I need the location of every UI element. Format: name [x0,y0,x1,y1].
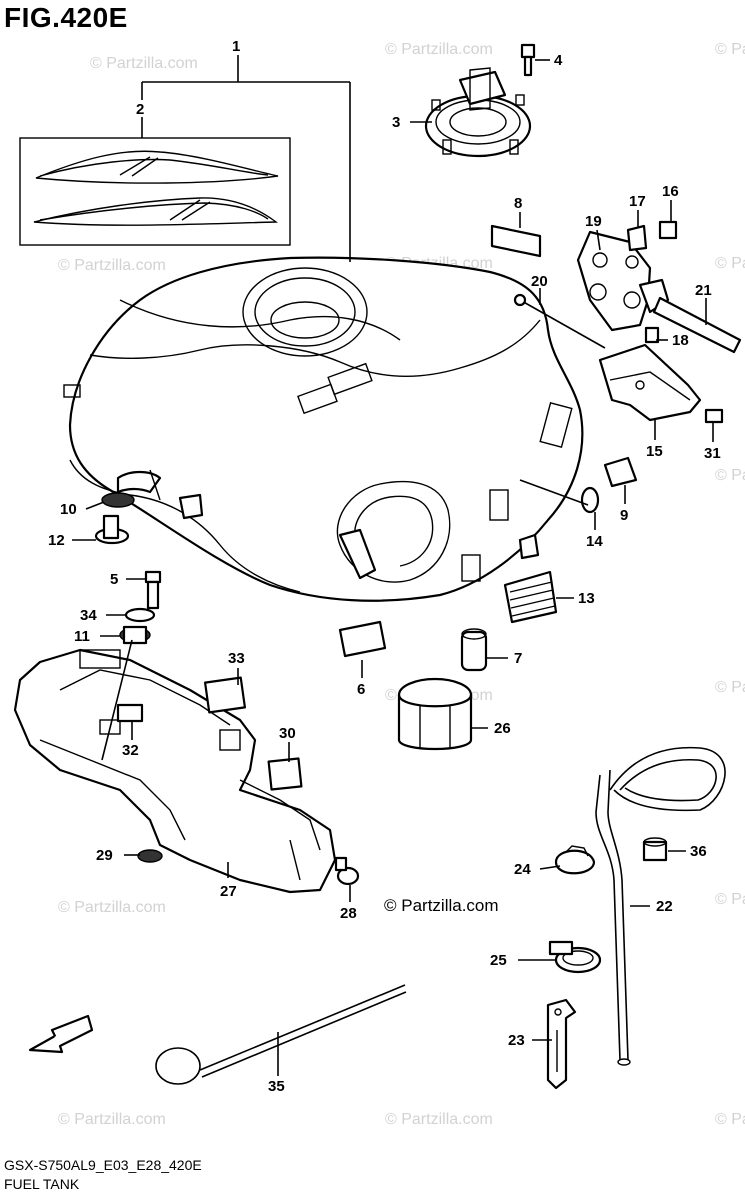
cushion [603,456,638,488]
screw-28 [334,856,360,886]
callout-10: 10 [60,501,77,518]
callout-33: 33 [228,650,245,667]
callout-32: 32 [122,742,139,759]
callout-28: 28 [340,905,357,922]
callout-12: 12 [48,532,65,549]
watermark-text: © Partzilla.com [715,1111,745,1128]
callout-2: 2 [136,101,144,118]
decal-set [19,137,291,246]
callout-21: 21 [695,282,712,299]
callout-26: 26 [494,720,511,737]
nut-29 [137,849,163,863]
callout-11: 11 [74,628,90,645]
bush-36 [642,837,668,862]
rubber-cushion [490,224,542,258]
callout-4: 4 [554,52,563,69]
grommet-11 [119,625,151,645]
fuel-cap [424,43,536,158]
callout-8: 8 [514,195,522,212]
watermark-text: © Partzilla.com [715,467,745,484]
model-code: GSX-S750AL9_E03_E28_420E [4,1157,202,1173]
watermark-text: © Partzilla.com [58,1111,166,1128]
hose-clamp-24 [554,845,596,875]
forward-arrow: FWD [28,1014,94,1054]
callout-7: 7 [514,650,522,667]
callout-27: 27 [220,883,237,900]
hose-clamp-25 [548,940,602,974]
figure-subtitle: FUEL TANK [4,1176,80,1192]
callout-18: 18 [672,332,689,349]
bracket-assembly [513,220,742,424]
callout-20: 20 [531,273,548,290]
drain-hose [595,746,726,1066]
mesh-pad [503,570,558,624]
callout-1: 1 [232,38,240,55]
cap-7 [460,628,488,672]
washer [101,492,135,508]
watermark-text: © Partzilla.com [715,255,745,272]
prop-rod-35 [155,984,407,1085]
pad-32 [116,703,144,723]
callout-15: 15 [646,443,663,460]
callout-30: 30 [279,725,296,742]
cushion-6 [338,620,387,658]
callout-17: 17 [629,193,646,210]
watermark-text: © Partzilla.com [58,899,166,916]
watermark-text: © Partzilla.com [715,679,745,696]
pad-33 [203,676,247,714]
callout-6: 6 [357,681,365,698]
grommet [580,486,600,514]
callout-13: 13 [578,590,595,607]
bolt-12 [94,514,130,545]
callout-36: 36 [690,843,707,860]
watermark-text: © Partzilla.com [385,1111,493,1128]
watermark-text: © Partzilla.com [715,41,745,58]
callout-31: 31 [704,445,721,462]
bolt-5 [144,570,162,610]
callout-16: 16 [662,183,679,200]
callout-24: 24 [514,861,531,878]
callout-25: 25 [490,952,507,969]
callout-23: 23 [508,1032,525,1049]
callout-14: 14 [586,533,603,550]
washer-34 [124,607,156,623]
callout-3: 3 [392,114,400,131]
watermark-text: © Partzilla.com [90,55,198,72]
fuel-tank [63,256,584,602]
leader-lines [72,55,714,1076]
watermark-text: © Partzilla.com [385,41,493,58]
callout-34: 34 [80,607,97,624]
figure-title: FIG.420E [4,2,128,33]
stay-23 [546,998,577,1090]
pad-30 [267,757,303,791]
copyright-text: © Partzilla.com [384,896,499,915]
watermark-text: © Partzilla.com [715,891,745,908]
callout-35: 35 [268,1078,285,1095]
callout-5: 5 [110,571,118,588]
callout-19: 19 [585,213,602,230]
cover-ring [397,677,473,751]
callout-9: 9 [620,507,628,524]
watermark-text: © Partzilla.com [58,257,166,274]
callout-22: 22 [656,898,673,915]
callout-29: 29 [96,847,113,864]
callout-labels: 1 2 3 4 5 6 7 8 9 10 11 12 13 14 15 16 1… [48,38,721,1095]
